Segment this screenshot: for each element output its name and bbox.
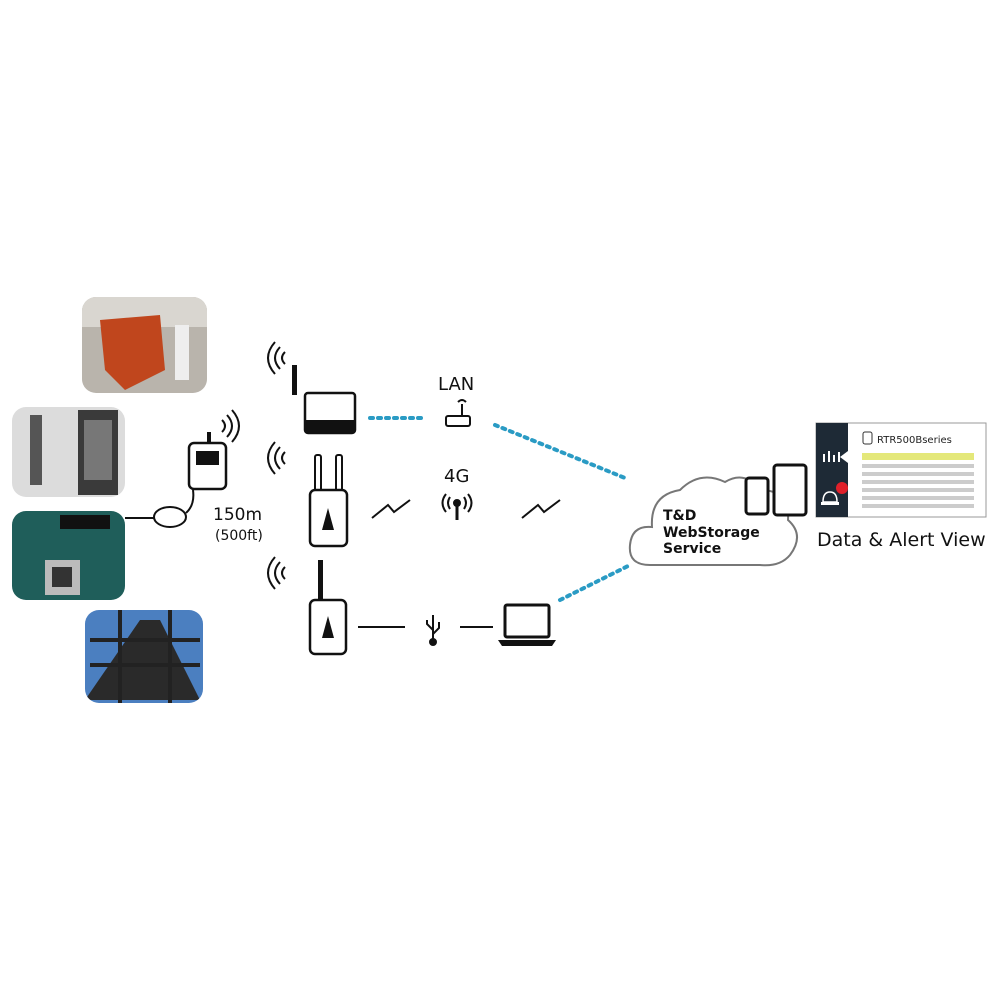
app-view-panel: RTR500Bseries [815, 422, 987, 518]
cell-tower-icon [441, 493, 473, 520]
logger-small-icon [862, 431, 873, 445]
chart-icon [823, 451, 840, 462]
data-logger-icon [187, 432, 228, 491]
photo-scaffolding [85, 610, 203, 703]
dotted-link [368, 416, 630, 602]
sensor-probe [125, 489, 195, 528]
photo-circuit-board [12, 511, 125, 600]
tablet-icon [772, 463, 808, 517]
cloud-title-line2: WebStorage [663, 525, 760, 541]
app-device-label: RTR500Bseries [877, 435, 952, 446]
photo-electrical-panel [12, 407, 125, 497]
view-caption: Data & Alert View [817, 529, 986, 551]
wireless-link-icon [371, 499, 561, 519]
lan-label: LAN [438, 374, 474, 395]
photo-concrete-bucket [82, 297, 207, 393]
alert-badge [836, 482, 848, 494]
wireless-signal-icon [221, 409, 240, 443]
usb-base-unit-icon [308, 560, 348, 656]
4g-base-unit-icon [308, 454, 349, 548]
wireless-signal-icon [267, 341, 286, 590]
alarm-light-icon [821, 491, 839, 505]
usb-icon [426, 615, 440, 646]
distance-label: 150m [213, 505, 262, 525]
distance-ft-label: (500ft) [215, 528, 263, 544]
smartphone-icon [744, 476, 770, 516]
4g-label: 4G [444, 466, 469, 487]
cloud-title-line1: T&D [663, 508, 696, 524]
cloud-title-line3: Service [663, 541, 721, 557]
router-icon [445, 399, 471, 427]
laptop-icon [498, 603, 556, 646]
lan-base-unit-icon [292, 365, 357, 435]
